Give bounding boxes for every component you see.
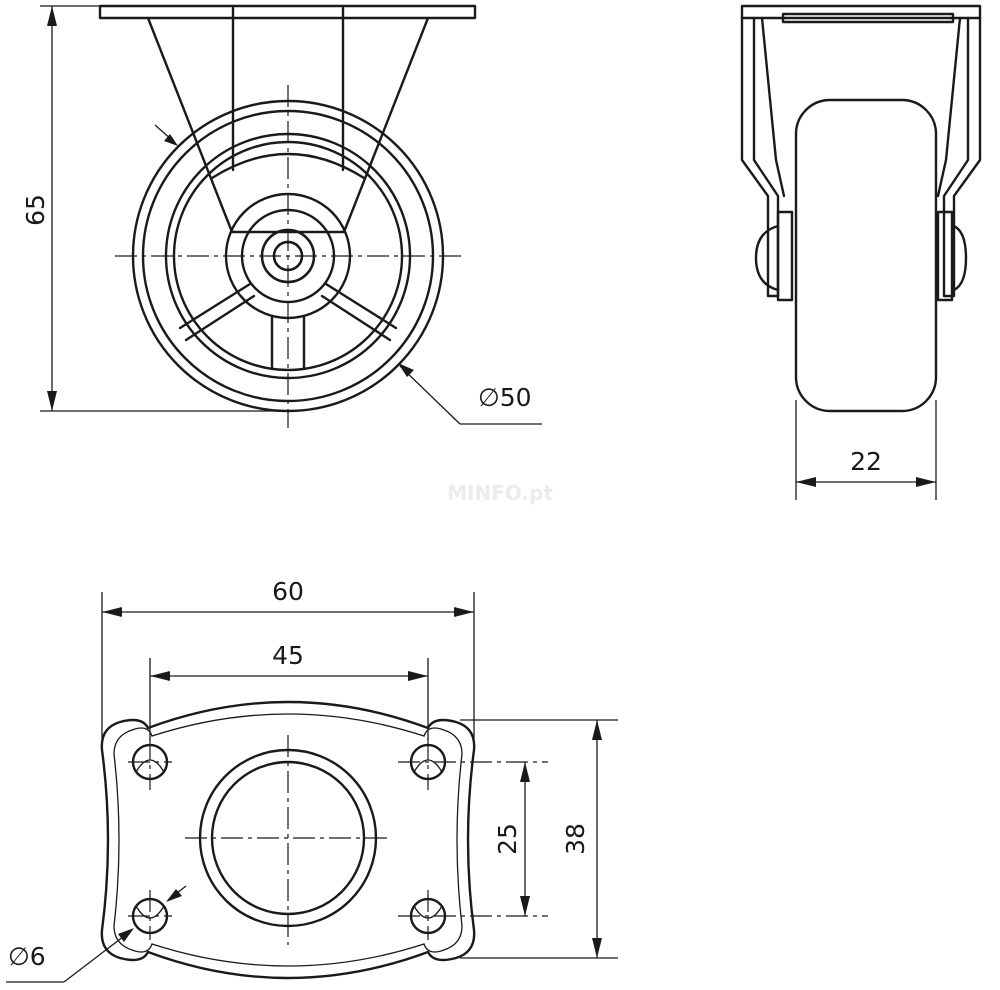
fork-inner-lines: [231, 6, 345, 172]
dimension-height-label: 65: [21, 194, 50, 226]
mounting-plate-outline: [100, 700, 476, 980]
mounting-plate-inner-edge: [113, 713, 463, 967]
dimension-hole-spacing-y: 25: [493, 762, 530, 916]
fork-leg-right: [942, 16, 982, 298]
axle-washer-left: [776, 210, 794, 302]
dimension-hole-diameter: ∅6: [6, 885, 187, 983]
dimension-plate-width-label: 60: [272, 577, 304, 606]
dimension-wheel-diameter-label: ∅50: [478, 383, 532, 412]
side-top-plate-inner: [781, 12, 955, 24]
axle-washer-right: [936, 210, 954, 302]
dimension-wheel-width: 22: [795, 400, 937, 500]
dimension-wheel-diameter: ∅50: [398, 363, 542, 425]
axle-cap-right: [952, 224, 968, 292]
dimension-height: 65: [21, 5, 280, 412]
watermark: MINFO.pt: [447, 481, 553, 505]
top-view: [100, 700, 548, 980]
dimension-hole-spacing-y-label: 25: [493, 823, 522, 855]
fork-leg-right-inner: [936, 16, 962, 198]
dimension-plate-width: 60: [101, 577, 475, 745]
side-top-plate: [740, 4, 982, 20]
fork-hub-arc: [210, 152, 366, 180]
axle-cap-left: [754, 224, 780, 292]
dimension-hole-spacing-x-label: 45: [272, 641, 304, 670]
tyre-leader-arrow: [164, 134, 178, 146]
dimension-hole-spacing-x: 45: [149, 641, 429, 740]
dimension-wheel-width-label: 22: [850, 447, 882, 476]
spoke-right: [320, 282, 398, 342]
front-view: [98, 4, 477, 428]
dimension-plate-depth-label: 38: [561, 823, 590, 855]
wheel-side: [794, 98, 938, 413]
dimension-plate-depth: 38: [460, 719, 618, 959]
side-view: [740, 4, 982, 413]
top-plate: [98, 4, 477, 20]
spoke-left: [178, 282, 256, 342]
fork-leg-left-inner: [760, 16, 786, 198]
fork-leg-left: [740, 16, 780, 298]
spoke-bottom: [270, 314, 306, 370]
dimension-hole-diameter-label: ∅6: [8, 942, 46, 971]
